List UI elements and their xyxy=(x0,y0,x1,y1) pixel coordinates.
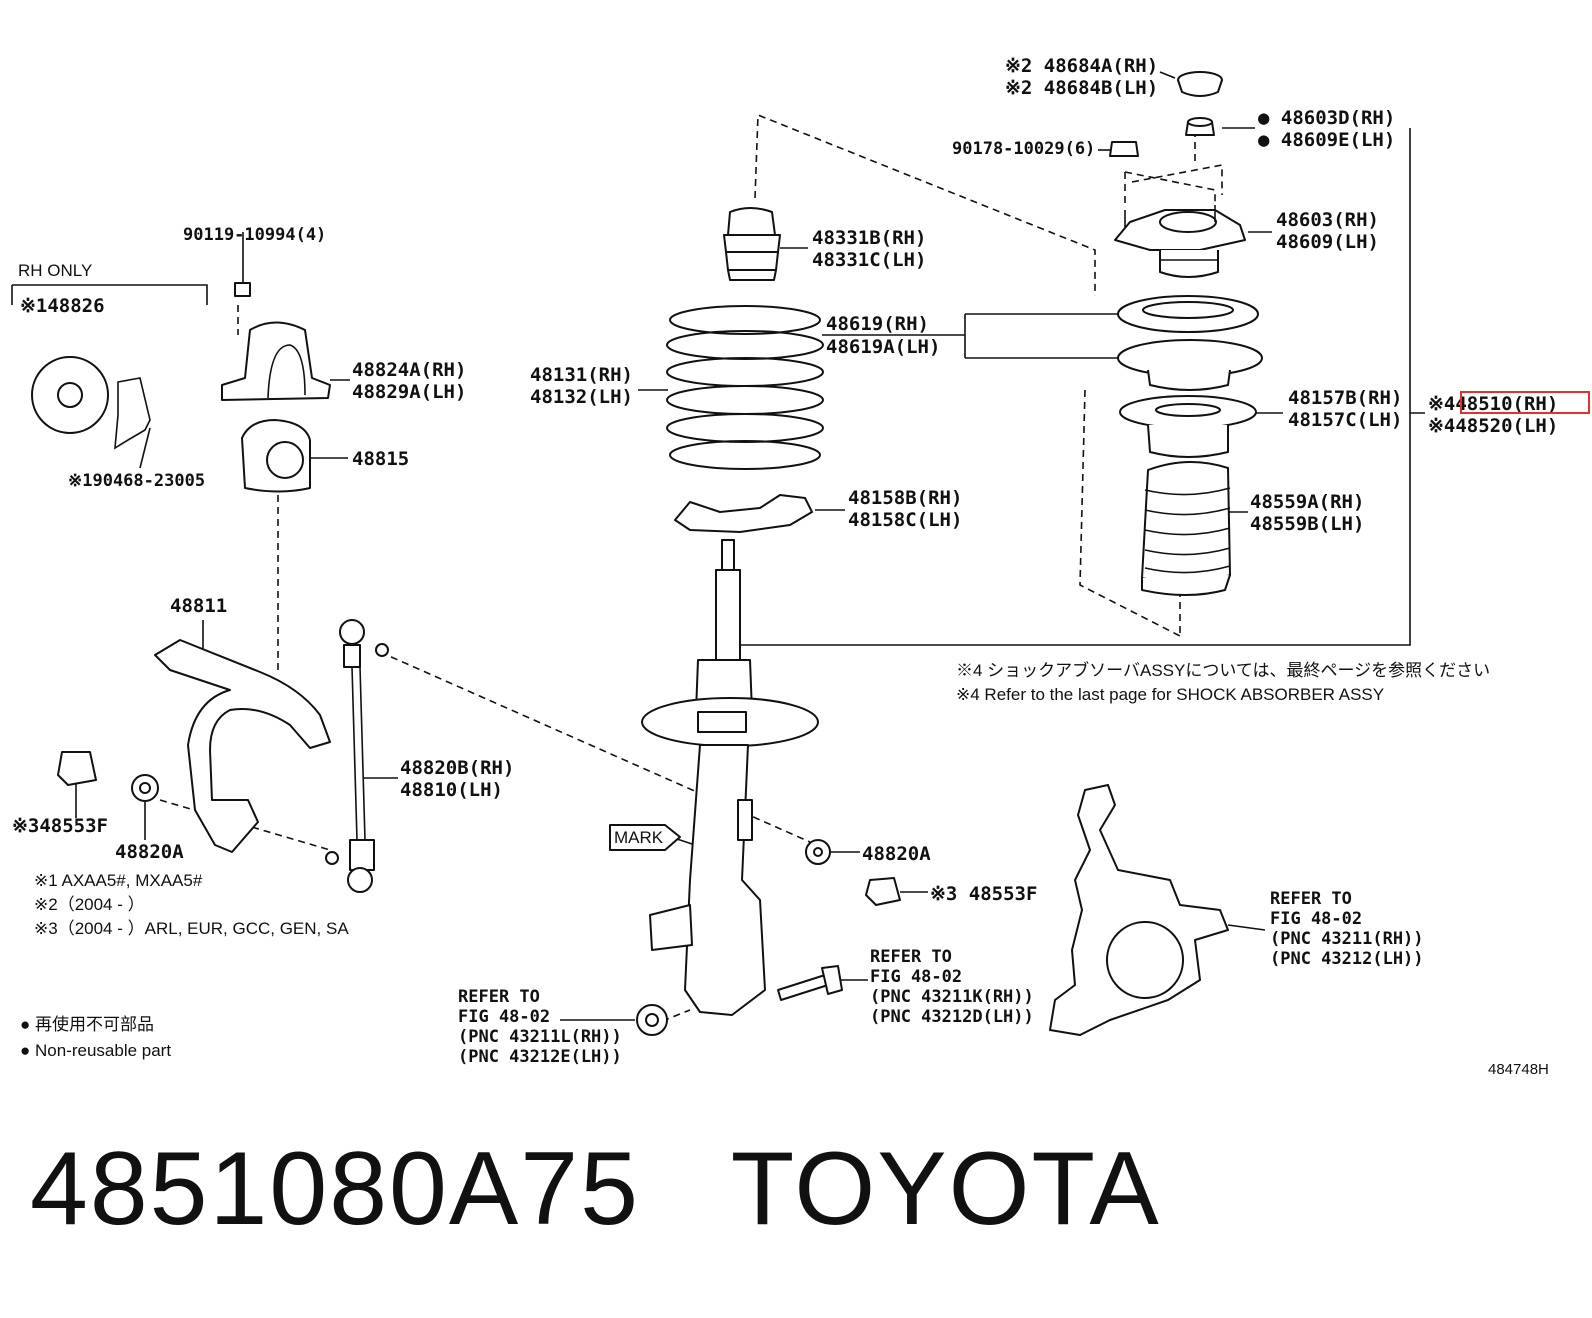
flange-nut xyxy=(1109,141,1139,157)
label-rh-only: RH ONLY xyxy=(18,261,92,280)
label-48820a-left: 48820A xyxy=(115,841,184,863)
note4-jp: ※4 ショックアブソーバASSYについては、最終ページを参照ください xyxy=(956,660,1490,680)
label-48684b: ※2 48684B(LH) xyxy=(1005,77,1158,99)
steering-knuckle xyxy=(1049,784,1229,1036)
nut-48820a-left xyxy=(131,774,159,802)
label-90468: ※190468-23005 xyxy=(68,471,205,491)
refer-nut-2: FIG 48-02 xyxy=(458,1007,550,1027)
label-48829a: 48829A(LH) xyxy=(352,381,466,403)
dust-boot xyxy=(1141,461,1231,596)
label-48810: 48810(LH) xyxy=(400,779,503,801)
strut-cap xyxy=(1177,71,1223,97)
stabilizer-bushing xyxy=(241,419,311,493)
refer-knuckle-4: (PNC 43212(LH)) xyxy=(1270,949,1424,969)
label-48811: 48811 xyxy=(170,595,227,617)
note4-en: ※4 Refer to the last page for SHOCK ABSO… xyxy=(956,685,1384,704)
nut-48820a-right xyxy=(805,839,831,865)
label-48553f-right: ※3 48553F xyxy=(930,883,1037,905)
label-90119: 90119-10994(4) xyxy=(183,225,326,245)
strut-bolt xyxy=(777,965,843,1001)
label-48510: ※448510(RH) xyxy=(1428,393,1558,415)
coil-spring xyxy=(666,305,824,470)
legend-jp: ● 再使用不可部品 xyxy=(20,1014,154,1034)
label-48820a-right: 48820A xyxy=(862,843,931,865)
spring-insulator xyxy=(1119,395,1257,458)
refer-bolt-4: (PNC 43212D(LH)) xyxy=(870,1007,1034,1027)
label-48684a: ※2 48684A(RH) xyxy=(1005,55,1158,77)
lower-spring-insulator xyxy=(674,494,813,533)
refer-bolt-2: FIG 48-02 xyxy=(870,967,962,987)
refer-bolt-3: (PNC 43211K(RH)) xyxy=(870,987,1034,1007)
stabilizer-shim xyxy=(31,356,109,434)
note-1: ※1 AXAA5#, MXAA5# xyxy=(34,871,203,890)
leader-lines xyxy=(11,71,1425,1021)
strut-nut xyxy=(1185,117,1215,136)
label-48559a: 48559A(RH) xyxy=(1250,491,1364,513)
legend-en: ● Non-reusable part xyxy=(20,1041,171,1060)
label-48559b: 48559B(LH) xyxy=(1250,513,1364,535)
label-48603: 48603(RH) xyxy=(1276,209,1379,231)
refer-knuckle-2: FIG 48-02 xyxy=(1270,909,1362,929)
note-2: ※2（2004 - ） xyxy=(34,895,145,914)
label-mark: MARK xyxy=(614,828,664,847)
refer-nut-1: REFER TO xyxy=(458,987,540,1007)
label-48157c: 48157C(LH) xyxy=(1288,409,1402,431)
highlight-48510 xyxy=(1460,391,1590,414)
refer-bolt-1: REFER TO xyxy=(870,947,952,967)
label-48158c: 48158C(LH) xyxy=(848,509,962,531)
note-3: ※3（2004 - ）ARL, EUR, GCC, GEN, SA xyxy=(34,919,349,938)
clip xyxy=(114,377,151,450)
label-48603d: ● 48603D(RH) xyxy=(1258,107,1395,129)
nut-bottom xyxy=(636,1004,668,1036)
refer-nut-4: (PNC 43212E(LH)) xyxy=(458,1047,622,1067)
label-48619a: 48619A(LH) xyxy=(826,336,940,358)
refer-nut-3: (PNC 43211L(RH)) xyxy=(458,1027,622,1047)
shock-absorber xyxy=(609,539,819,1016)
label-48826: ※148826 xyxy=(20,295,105,317)
figure-id: 484748H xyxy=(1488,1061,1549,1078)
part-number-caption: 4851080A75 TOYOTA xyxy=(30,1131,1161,1247)
label-90178: 90178-10029(6) xyxy=(952,139,1095,159)
label-48331c: 48331C(LH) xyxy=(812,249,926,271)
label-48824a: 48824A(RH) xyxy=(352,359,466,381)
label-48132: 48132(LH) xyxy=(530,386,633,408)
stabilizer-link xyxy=(325,619,389,893)
label-48609: 48609(LH) xyxy=(1276,231,1379,253)
label-48158b: 48158B(RH) xyxy=(848,487,962,509)
label-48820b: 48820B(RH) xyxy=(400,757,514,779)
refer-knuckle-1: REFER TO xyxy=(1270,889,1352,909)
label-48619: 48619(RH) xyxy=(826,313,929,335)
label-48520: ※448520(LH) xyxy=(1428,415,1558,437)
label-48553f-left: ※348553F xyxy=(12,815,108,837)
stabilizer-bracket xyxy=(221,262,331,401)
refer-knuckle-3: (PNC 43211(RH)) xyxy=(1270,929,1424,949)
stabilizer-bar xyxy=(154,639,331,853)
bump-stopper xyxy=(723,207,781,281)
nut-48553f-left xyxy=(57,751,97,786)
label-48157b: 48157B(RH) xyxy=(1288,387,1402,409)
strut-support xyxy=(1114,205,1246,278)
nut-48553f-right xyxy=(865,877,901,906)
label-48131: 48131(RH) xyxy=(530,364,633,386)
label-48609e: ● 48609E(LH) xyxy=(1258,129,1395,151)
upper-spring-seat xyxy=(1117,295,1263,391)
label-48815: 48815 xyxy=(352,448,409,470)
label-48331b: 48331B(RH) xyxy=(812,227,926,249)
